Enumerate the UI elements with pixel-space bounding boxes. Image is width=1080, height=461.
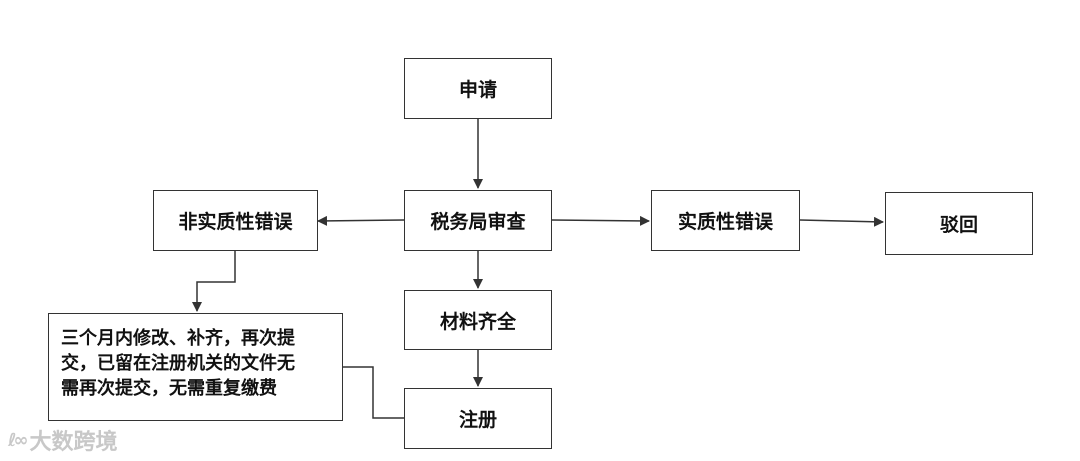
node-materials-complete: 材料齐全 xyxy=(404,290,552,350)
node-apply: 申请 xyxy=(404,58,552,119)
watermark-logo-icon: ℓ∞ xyxy=(8,429,29,451)
node-register-label: 注册 xyxy=(458,409,497,431)
note-line-1: 三个月内修改、补齐，再次提 xyxy=(61,328,295,349)
node-non-substantive-error-label: 非实质性错误 xyxy=(178,211,293,233)
node-register: 注册 xyxy=(404,388,552,449)
node-substantive-error: 实质性错误 xyxy=(651,190,800,251)
connector-note-to-register xyxy=(343,366,404,419)
arrow-review-to-substantive xyxy=(551,215,650,226)
node-tax-review: 税务局审查 xyxy=(404,190,552,251)
node-tax-review-label: 税务局审查 xyxy=(430,211,526,233)
node-apply-label: 申请 xyxy=(458,79,497,101)
node-non-substantive-error: 非实质性错误 xyxy=(153,190,318,251)
arrow-review-to-non-substantive xyxy=(317,215,405,226)
arrow-non-substantive-to-note xyxy=(192,251,236,312)
watermark-text: 大数跨境 xyxy=(29,430,118,455)
node-rejected-label: 驳回 xyxy=(939,214,978,236)
node-substantive-error-label: 实质性错误 xyxy=(677,211,773,233)
note-line-2: 交，已留在注册机关的文件无 xyxy=(61,353,295,374)
watermark: ℓ∞ 大数跨境 xyxy=(8,424,118,456)
note-revision-instructions: 三个月内修改、补齐，再次提 交，已留在注册机关的文件无 需再次提交，无需重复缴费 xyxy=(48,313,343,421)
note-line-3: 需再次提交，无需重复缴费 xyxy=(61,378,277,399)
arrow-substantive-to-rejected xyxy=(799,216,884,227)
node-materials-complete-label: 材料齐全 xyxy=(439,310,516,333)
node-rejected: 驳回 xyxy=(885,192,1033,255)
